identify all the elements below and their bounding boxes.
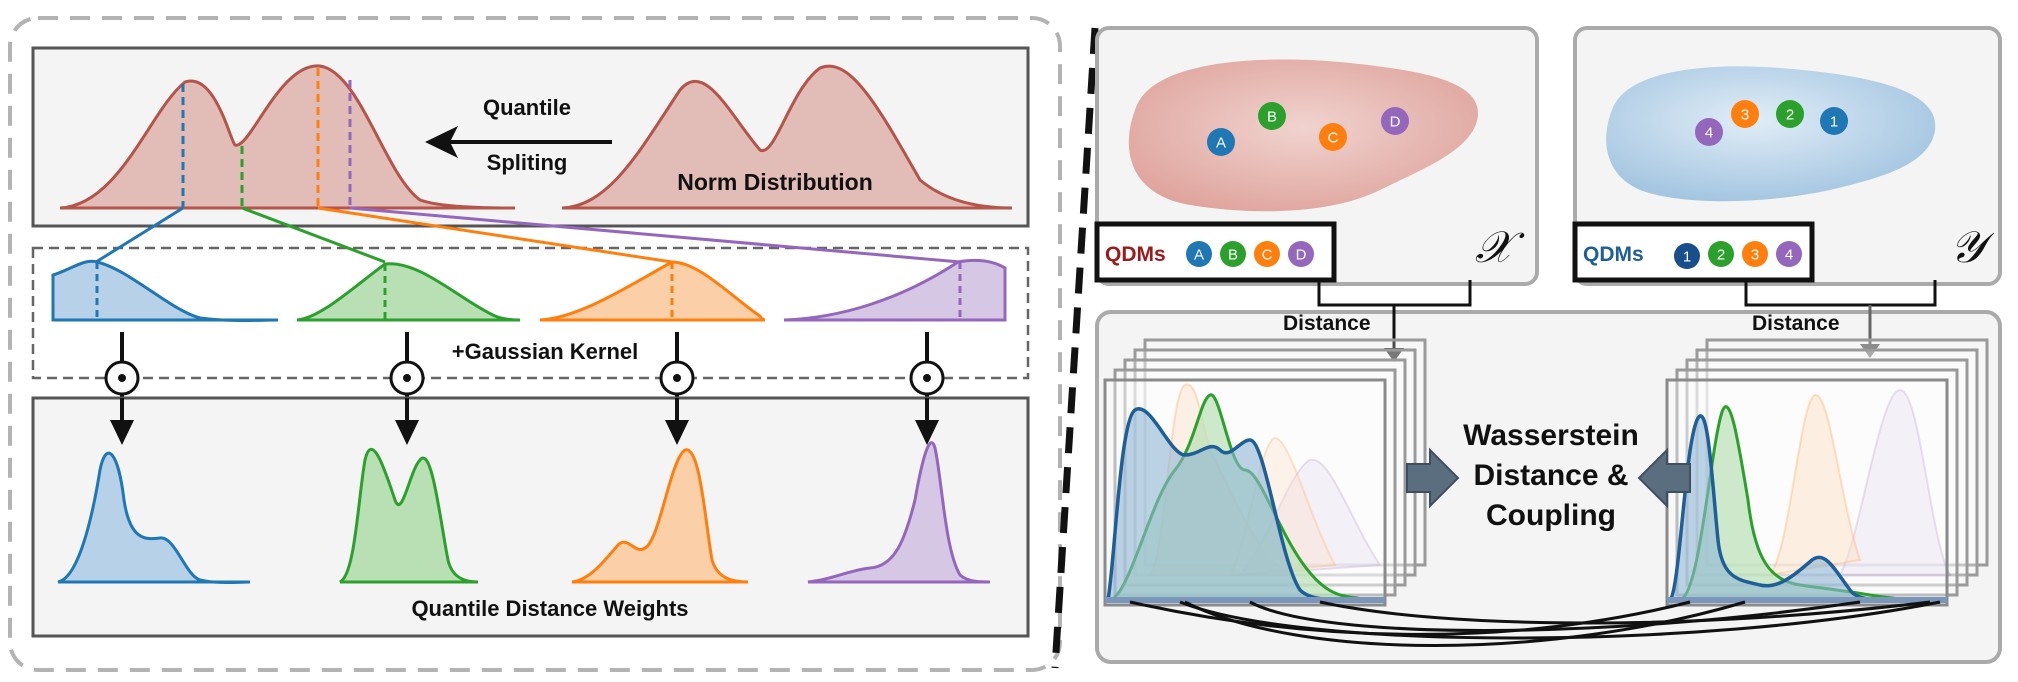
kernel-4 (783, 258, 1007, 322)
y-qdm-4: 4 (1785, 247, 1793, 264)
connector-3 (317, 206, 673, 264)
left-big-arrow (1406, 447, 1460, 509)
split-norm-curve (59, 64, 516, 210)
y-distance-label: Distance (1752, 312, 1840, 335)
x-points: A B C D (1207, 102, 1409, 156)
norm-distribution-label: Norm Distribution (677, 169, 873, 195)
kernel-1 (51, 259, 279, 322)
kernel-3 (539, 260, 766, 322)
wasserstein-label-line3: Coupling (1486, 499, 1616, 532)
y-qdms-label: QDMs (1583, 243, 1644, 266)
y-qdm-2: 2 (1717, 247, 1725, 264)
gaussian-kernel-label: +Gaussian Kernel (452, 339, 638, 364)
x-stacked-frames (1103, 338, 1427, 607)
x-point-b: B (1267, 109, 1277, 126)
connector-2 (241, 206, 386, 264)
weight-curve-1 (57, 451, 251, 584)
quantile-distance-weights-box (31, 396, 1030, 638)
connector-4 (349, 206, 961, 264)
x-qdm-b: B (1228, 247, 1238, 264)
connector-1 (95, 206, 184, 264)
weight-curve-2 (339, 447, 479, 584)
y-point-2: 2 (1786, 107, 1794, 124)
right-big-arrow (1637, 447, 1691, 509)
y-point-4: 4 (1705, 125, 1713, 142)
right-panel: A B C D QDMs A B C D 𝒳 4 3 2 1 QDMs 1 2 … (1094, 26, 2002, 664)
x-point-d: D (1390, 114, 1401, 131)
y-stacked-frames (1665, 338, 1989, 607)
weight-curve-3 (571, 448, 749, 584)
y-qdm-points: 1 2 3 4 (1674, 241, 1802, 269)
x-qdms-label: QDMs (1105, 243, 1166, 266)
x-space-blob (1128, 59, 1479, 212)
x-point-a: A (1216, 135, 1226, 152)
x-distance-label: Distance (1283, 312, 1371, 335)
weight-arrows (110, 398, 939, 445)
norm-curve (561, 64, 1013, 210)
y-point-3: 3 (1741, 107, 1749, 124)
x-qdm-points: A B C D (1186, 241, 1314, 267)
kernel-2 (296, 262, 521, 322)
y-points: 4 3 2 1 (1695, 100, 1848, 146)
panel-divider (1051, 27, 1099, 669)
y-point-1: 1 (1830, 114, 1838, 131)
y-qdm-3: 3 (1751, 247, 1759, 264)
quantile-label: Quantile (483, 95, 571, 120)
x-point-c: C (1328, 130, 1339, 147)
y-qdm-1: 1 (1683, 249, 1691, 266)
left-panel: Quantile Spliting Norm Distribution +Gau… (8, 16, 1062, 672)
quantile-split-arrowhead (425, 126, 458, 158)
x-qdm-c: C (1262, 247, 1273, 264)
wasserstein-label-line1: Wasserstein (1463, 419, 1639, 452)
x-qdm-d: D (1296, 247, 1307, 264)
coupling-lines (1129, 600, 1941, 647)
weight-curve-4 (807, 441, 991, 584)
quantile-distance-weights-label: Quantile Distance Weights (411, 596, 688, 621)
spliting-label: Spliting (487, 150, 568, 175)
wasserstein-label-line2: Distance & (1473, 459, 1628, 492)
x-qdm-a: A (1194, 247, 1204, 264)
gaussian-kernel-box (31, 246, 1030, 380)
y-space-blob (1606, 66, 1936, 202)
y-distance-connector (1744, 280, 1937, 307)
